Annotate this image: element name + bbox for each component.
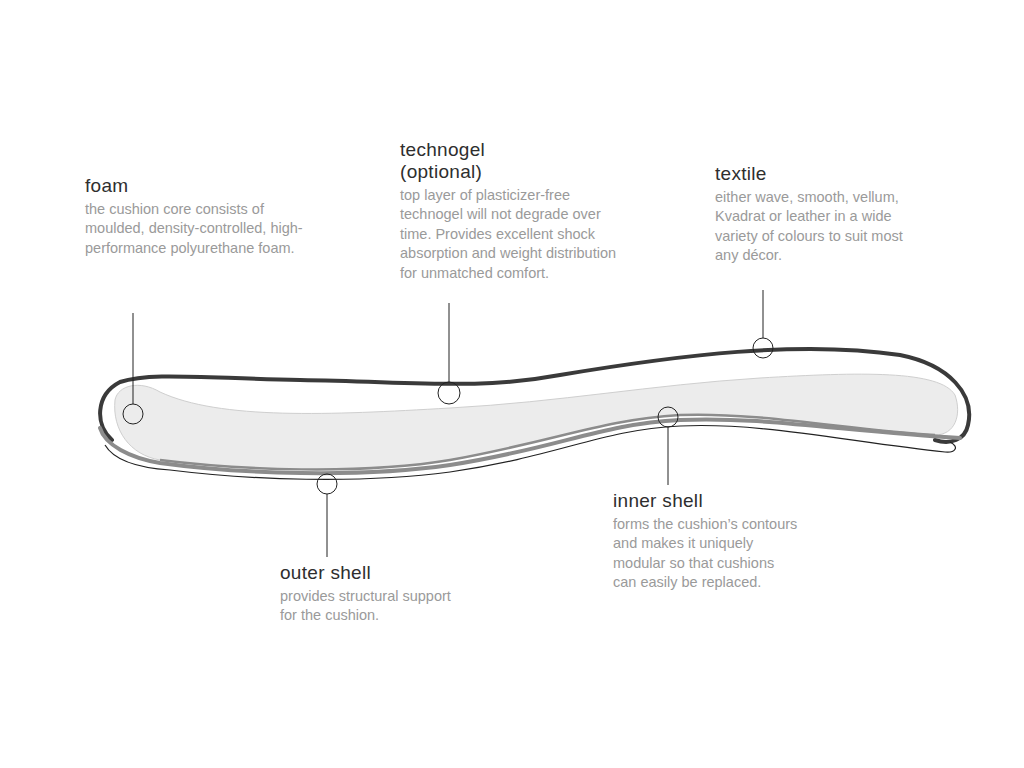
callout-circle xyxy=(658,407,678,427)
leader-line xyxy=(449,303,450,382)
inner-shell xyxy=(160,415,935,470)
callout-circle xyxy=(123,404,143,424)
part-name: inner shell xyxy=(613,490,813,512)
callout-circle xyxy=(438,382,460,404)
part-description: the cushion core consists of moulded, de… xyxy=(85,200,325,258)
leader-line xyxy=(133,313,134,404)
part-name: foam xyxy=(85,175,285,197)
part-name: technogel (optional) xyxy=(400,139,520,183)
part-description: top layer of plasticizer-free technogel … xyxy=(400,186,622,283)
part-description: provides structural support for the cush… xyxy=(280,587,470,626)
leader-line xyxy=(327,494,328,557)
leader-line xyxy=(668,427,669,485)
part-description: either wave, smooth, vellum, Kvadrat or … xyxy=(715,188,905,266)
part-name: outer shell xyxy=(280,562,480,584)
outer-shell xyxy=(100,419,960,473)
part-description: forms the cushion’s contours and makes i… xyxy=(613,515,798,593)
part-name: textile xyxy=(715,163,915,185)
callout-circle xyxy=(753,338,773,358)
leader-line xyxy=(763,290,764,338)
outer-shell-edge xyxy=(105,425,955,479)
callout-circle xyxy=(317,474,337,494)
